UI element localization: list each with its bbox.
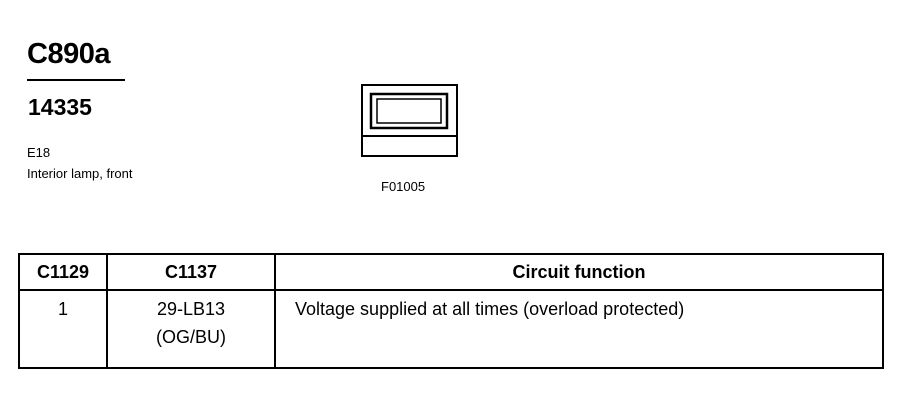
table-header-row: C1129 C1137 Circuit function	[18, 253, 884, 291]
connector-face-icon	[361, 84, 458, 157]
circuit-function-text: Voltage supplied at all times (overload …	[295, 299, 685, 319]
column-header-c1129: C1129	[18, 253, 108, 291]
component-description: Interior lamp, front	[27, 166, 133, 181]
circuit-code: 29-LB13	[156, 299, 226, 319]
title-underline	[27, 79, 125, 81]
pin-table: C1129 C1137 Circuit function 1 29-LB13 (…	[18, 253, 884, 369]
cell-c1129: 1	[18, 289, 108, 369]
column-header-c1137: C1137	[106, 253, 276, 291]
connector-id: C890a	[27, 38, 110, 70]
cell-c1137: 29-LB13 (OG/BU)	[106, 289, 276, 369]
column-header-circuit-function: Circuit function	[274, 253, 884, 291]
pin-number: 1	[57, 299, 68, 319]
wire-color: (OG/BU)	[156, 327, 226, 347]
figure-code: F01005	[381, 179, 426, 194]
cell-circuit-function: Voltage supplied at all times (overload …	[274, 289, 884, 369]
part-number: 14335	[28, 94, 92, 120]
table-row: 1 29-LB13 (OG/BU) Voltage supplied at al…	[18, 289, 884, 369]
component-code: E18	[27, 145, 51, 160]
